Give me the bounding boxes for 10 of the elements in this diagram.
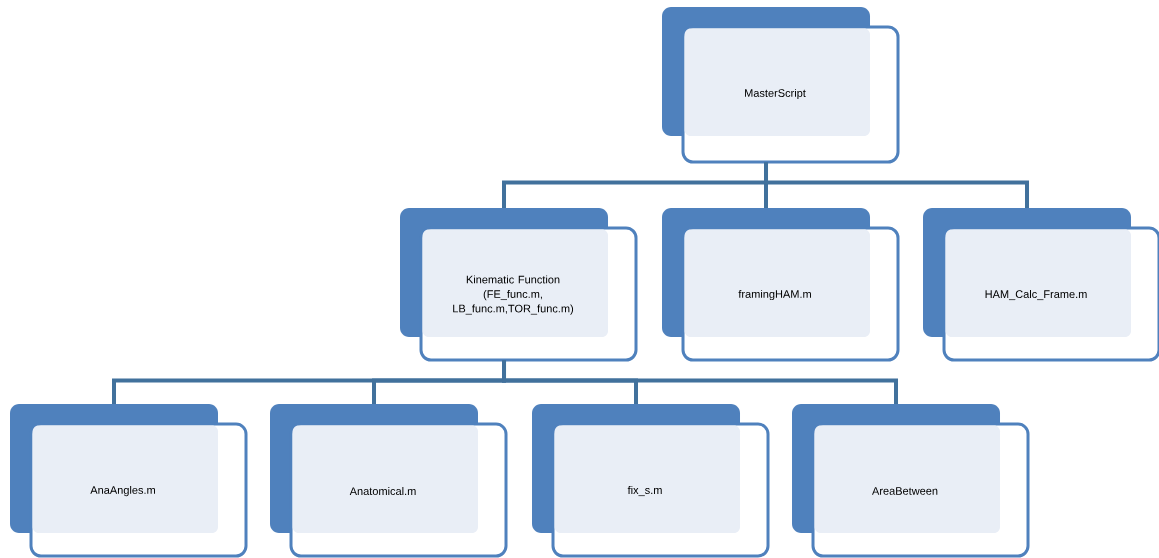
- connector-line: [502, 360, 898, 404]
- process-box: AnaAngles.m: [10, 404, 248, 558]
- process-box: framingHAM.m: [662, 208, 900, 362]
- connector-line: [764, 162, 1029, 208]
- process-box: MasterScript: [662, 7, 900, 164]
- process-box: AreaBetween: [792, 404, 1030, 558]
- process-box: Anatomical.m: [270, 404, 508, 558]
- process-box: fix_s.m: [532, 404, 770, 558]
- process-box: HAM_Calc_Frame.m: [923, 208, 1159, 362]
- process-box: Kinematic Function (FE_func.m, LB_func.m,TOR_func.m): [400, 208, 638, 362]
